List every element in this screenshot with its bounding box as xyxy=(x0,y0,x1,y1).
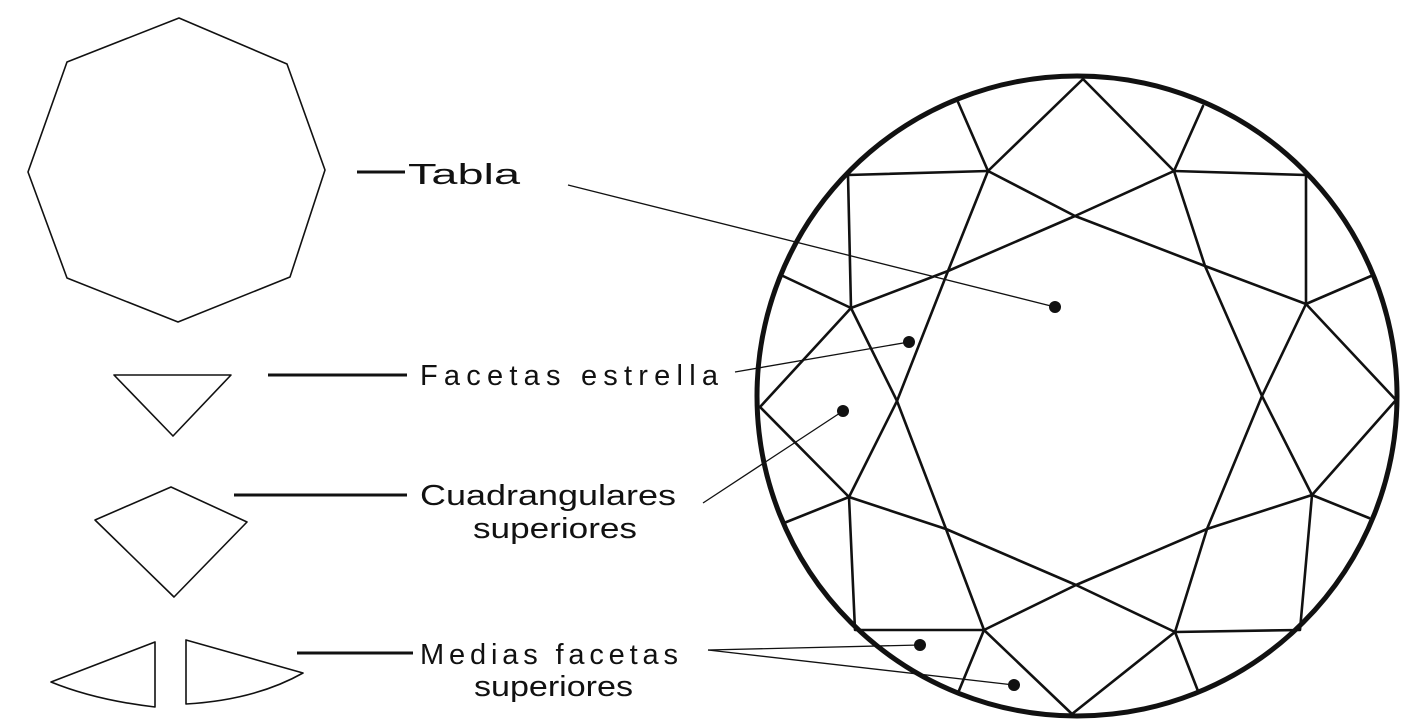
star-leader-line xyxy=(734,341,910,373)
label-kite-line2: superiores xyxy=(473,513,637,545)
star-facet xyxy=(1205,394,1314,531)
half-facet-edge xyxy=(956,100,990,173)
star-facet xyxy=(847,399,948,531)
half-facet-edge xyxy=(781,274,853,310)
label-half-line2: superiores xyxy=(474,671,633,703)
half-facet-edge xyxy=(956,628,986,695)
label-half-line1: Medias facetas xyxy=(420,639,678,671)
half-leader-line xyxy=(707,644,921,651)
half-marker-dot xyxy=(914,639,926,651)
label-table: Tabla xyxy=(408,159,521,191)
star-facet xyxy=(849,269,950,403)
table-facet-octagon xyxy=(27,17,326,323)
half-facet-edge xyxy=(782,495,851,525)
kite-facet-edge xyxy=(982,628,1177,716)
half-facet-edge xyxy=(1172,104,1205,173)
label-star-facets: Facetas estrella xyxy=(420,360,719,392)
kite-leader-line xyxy=(702,410,844,504)
star-facet xyxy=(1073,169,1207,268)
kite-facet-edge xyxy=(1173,493,1314,634)
kite-facet-shape xyxy=(94,486,248,598)
kite-facet-edge xyxy=(847,495,986,632)
table-marker-dot xyxy=(1049,301,1061,313)
star-facet xyxy=(1074,527,1209,634)
star-facet-triangle xyxy=(113,374,232,437)
upper-half-facet-right xyxy=(185,639,304,705)
half-facet-edge xyxy=(1304,274,1373,306)
half-marker-dot xyxy=(1008,679,1020,691)
star-facet xyxy=(1203,264,1308,398)
upper-half-facet-left xyxy=(50,641,156,708)
half-facet-edge xyxy=(1173,630,1200,693)
star-marker-dot xyxy=(903,336,915,348)
half-facet-edge xyxy=(1310,493,1371,520)
table-leader-line xyxy=(567,184,1056,308)
girdle-outline xyxy=(754,73,1400,719)
half-leader-line xyxy=(707,649,1015,686)
star-facet xyxy=(944,527,1078,632)
kite-facet-edge xyxy=(758,306,853,499)
kite-facet-edge xyxy=(986,77,1176,173)
label-kite-line1: Cuadrangulares xyxy=(420,480,676,512)
kite-facet-edge xyxy=(1172,169,1308,306)
star-facet xyxy=(946,169,1077,273)
kite-marker-dot xyxy=(837,405,849,417)
kite-facet-edge xyxy=(1304,302,1398,497)
brilliant-crown xyxy=(754,73,1400,719)
kite-facet-edge xyxy=(846,169,990,310)
